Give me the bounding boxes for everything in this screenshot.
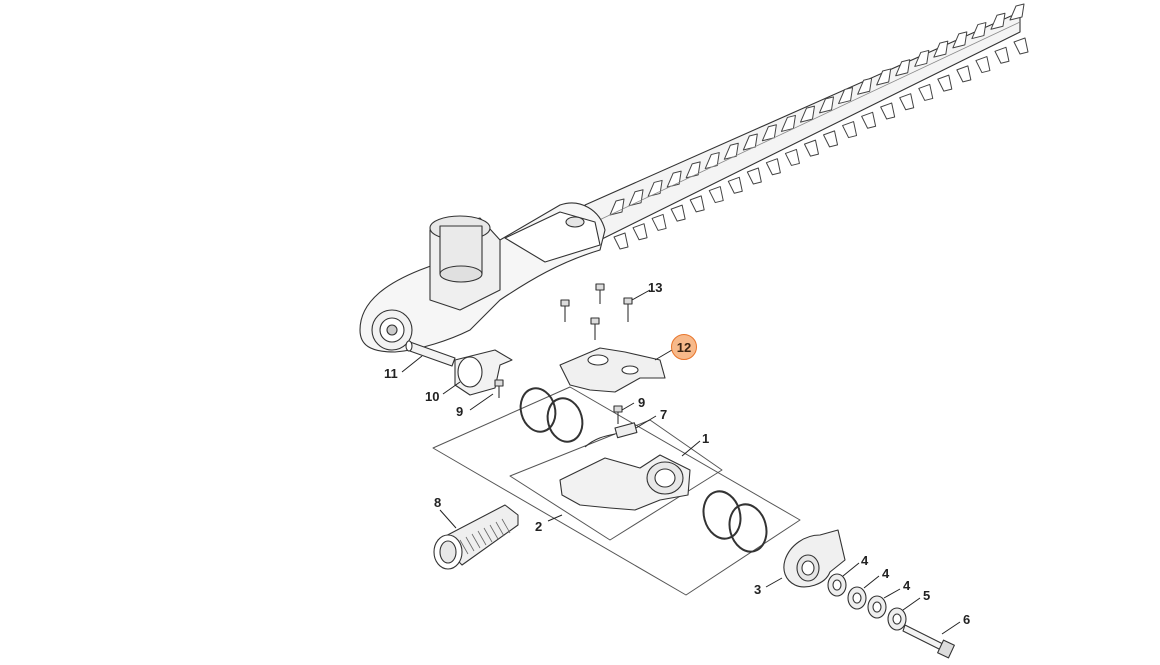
- blade-tooth: [880, 102, 896, 120]
- callout-4a[interactable]: 4: [861, 553, 869, 568]
- pin-part-11: [405, 340, 456, 367]
- callout-2[interactable]: 2: [535, 519, 543, 534]
- screw-set-13: [560, 283, 633, 340]
- blade-tooth: [842, 121, 858, 139]
- blade-tooth: [689, 195, 705, 213]
- blade-tooth: [761, 124, 777, 142]
- blade-tooth: [861, 111, 877, 129]
- blade-tooth: [937, 74, 953, 92]
- callout-12[interactable]: 12: [671, 334, 697, 360]
- blade-tooth: [1013, 37, 1029, 55]
- callout-6[interactable]: 6: [963, 612, 971, 627]
- blade-tooth: [670, 204, 686, 222]
- callout-8[interactable]: 8: [434, 495, 442, 510]
- kit-outline-2: [432, 386, 801, 596]
- blade-tooth: [933, 40, 949, 58]
- screw-9b: [613, 405, 623, 424]
- washers-part-4: [827, 573, 887, 619]
- blade-tooth: [994, 46, 1010, 64]
- sleeve-rib: [495, 521, 505, 537]
- cover-part-12: [559, 347, 666, 393]
- sensor-cable-part-7: [584, 422, 638, 448]
- blade-tooth: [651, 213, 667, 231]
- callout-4c[interactable]: 4: [903, 578, 911, 593]
- blade-tooth: [971, 22, 987, 40]
- blade-tooth: [857, 77, 873, 95]
- blade-tooth: [803, 139, 819, 157]
- bolt-part-6: [902, 624, 955, 659]
- screw-9a: [494, 379, 504, 398]
- callout-5[interactable]: 5: [923, 588, 931, 603]
- sleeve-rib: [483, 527, 493, 543]
- callout-7[interactable]: 7: [660, 407, 668, 422]
- cutter-blade: [584, 3, 1029, 250]
- blade-tooth: [956, 65, 972, 83]
- housing-part-1: [559, 454, 691, 511]
- blade-tooth: [609, 198, 625, 216]
- sleeve-rib: [471, 533, 481, 549]
- blade-tooth: [819, 96, 835, 114]
- kit-outline-1: [509, 419, 723, 541]
- sleeve-rib: [459, 539, 469, 555]
- blade-tooth: [899, 93, 915, 111]
- washer-part-5: [887, 607, 907, 631]
- blade-tooth: [838, 87, 854, 105]
- blade-tooth: [975, 56, 991, 74]
- sleeve-rib: [489, 524, 499, 540]
- retaining-rings-upper: [519, 387, 584, 443]
- blade-tooth: [784, 148, 800, 166]
- blade-tooth: [799, 105, 815, 123]
- callout-9a[interactable]: 9: [456, 404, 464, 419]
- retaining-rings-lower: [702, 490, 768, 553]
- blade-tooth: [780, 114, 796, 132]
- blade-tooth: [613, 232, 629, 250]
- leader-lines: [401, 289, 961, 635]
- blade-tooth: [918, 83, 934, 101]
- sleeve-rib: [477, 530, 487, 546]
- blade-tooth: [876, 68, 892, 86]
- gear-cover-part-3: [783, 529, 846, 588]
- bracket-part-10: [454, 349, 513, 396]
- callout-9b[interactable]: 9: [638, 395, 646, 410]
- callout-3[interactable]: 3: [754, 582, 762, 597]
- blade-tooth: [765, 158, 781, 176]
- sleeve-part-8: [433, 504, 519, 570]
- blade-tooth: [1009, 3, 1025, 21]
- blade-tooth: [990, 12, 1006, 30]
- blade-tooth: [708, 186, 724, 204]
- blade-tooth: [628, 189, 644, 207]
- callout-10[interactable]: 10: [425, 389, 440, 404]
- blade-tooth: [632, 223, 648, 241]
- blade-tooth: [895, 59, 911, 77]
- sleeve-rib: [501, 518, 511, 534]
- motor-housing: [359, 202, 606, 353]
- blade-tooth: [914, 49, 930, 67]
- callout-11[interactable]: 11: [384, 366, 398, 381]
- sleeve-rib: [465, 536, 475, 552]
- callout-13[interactable]: 13: [648, 280, 663, 295]
- callout-1[interactable]: 1: [702, 431, 710, 446]
- blade-tooth: [952, 31, 968, 49]
- blade-tooth: [727, 176, 743, 194]
- blade-tooth: [746, 167, 762, 185]
- blade-tooth: [823, 130, 839, 148]
- callout-4b[interactable]: 4: [882, 566, 890, 581]
